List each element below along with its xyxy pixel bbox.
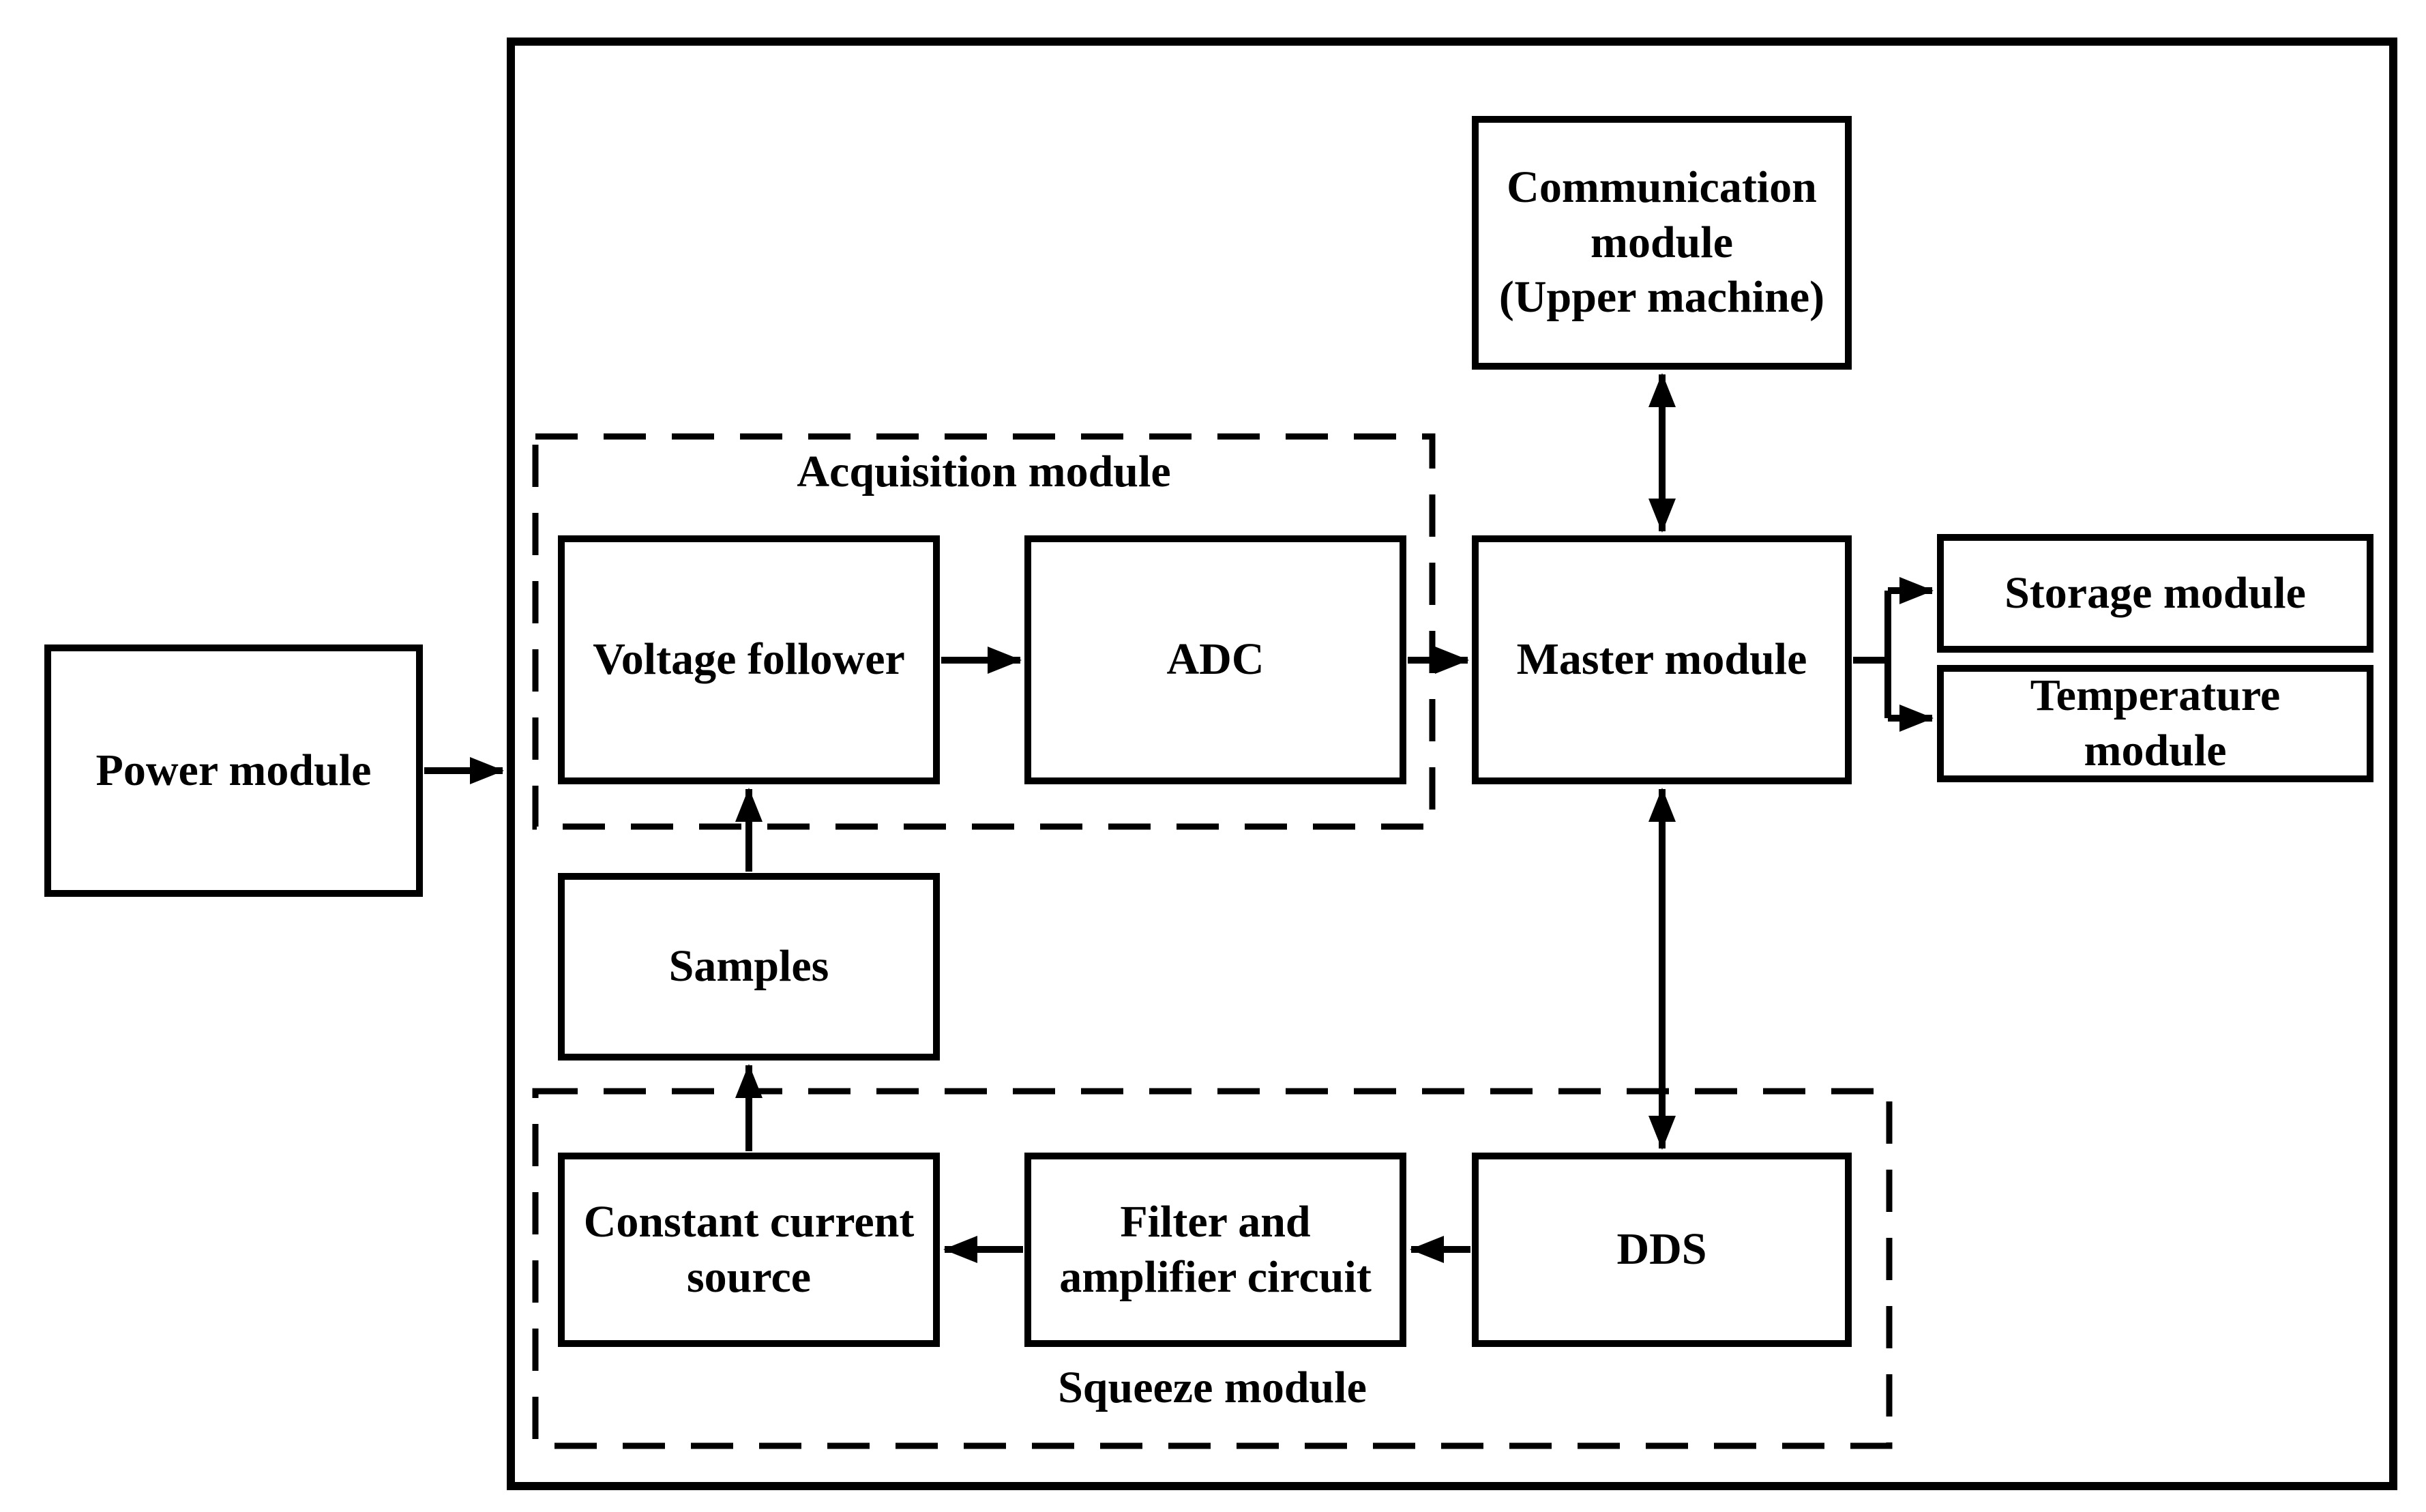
dds-box: DDS (1472, 1153, 1852, 1347)
samples-box: Samples (558, 873, 940, 1061)
temperature-module-box: Temperature module (1937, 665, 2373, 782)
squeeze-module-group-border (532, 1088, 1893, 1449)
squeeze-module-label: Squeeze module (1058, 1363, 1367, 1412)
acquisition-module-group-border (532, 433, 1436, 830)
communication-module-box: Communication module (Upper machine) (1472, 116, 1852, 370)
system-boundary-box (507, 38, 2397, 1490)
acquisition-module-label: Acquisition module (797, 447, 1171, 496)
filter-amplifier-box: Filter and amplifier circuit (1024, 1153, 1406, 1347)
adc-box: ADC (1024, 535, 1406, 784)
storage-module-box: Storage module (1937, 534, 2373, 653)
voltage-follower-box: Voltage follower (558, 535, 940, 784)
power-module-box: Power module (44, 644, 423, 897)
constant-current-source-box: Constant current source (558, 1153, 940, 1347)
master-module-box: Master module (1472, 535, 1852, 784)
